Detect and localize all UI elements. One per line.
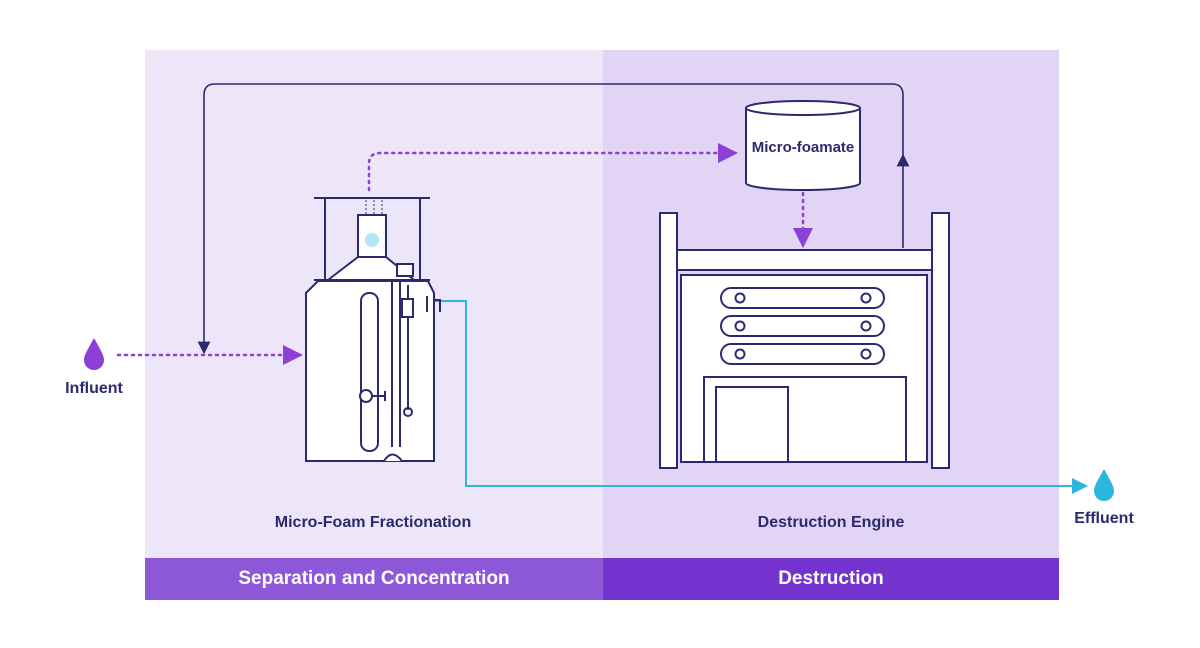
destruction-stage-bar: Destruction [603,558,1059,600]
fractionation-label: Micro-Foam Fractionation [274,514,472,531]
foamate-label: Micro-foamate [751,139,855,156]
effluent-label: Effluent [1074,510,1134,527]
fractionation-unit-icon [305,197,441,462]
recycle-line [203,83,904,340]
foamate-flow-line [367,143,738,192]
engine-label: Destruction Engine [757,514,905,531]
foamate-tank-icon [745,100,861,191]
influent-droplet-icon [84,338,104,370]
bubbles-icon [365,233,379,247]
separation-stage-bar: Separation and Concentration [145,558,603,600]
destruction-engine-icon [659,212,950,469]
effluent-droplet-icon [1094,469,1114,501]
influent-label: Influent [65,380,123,397]
